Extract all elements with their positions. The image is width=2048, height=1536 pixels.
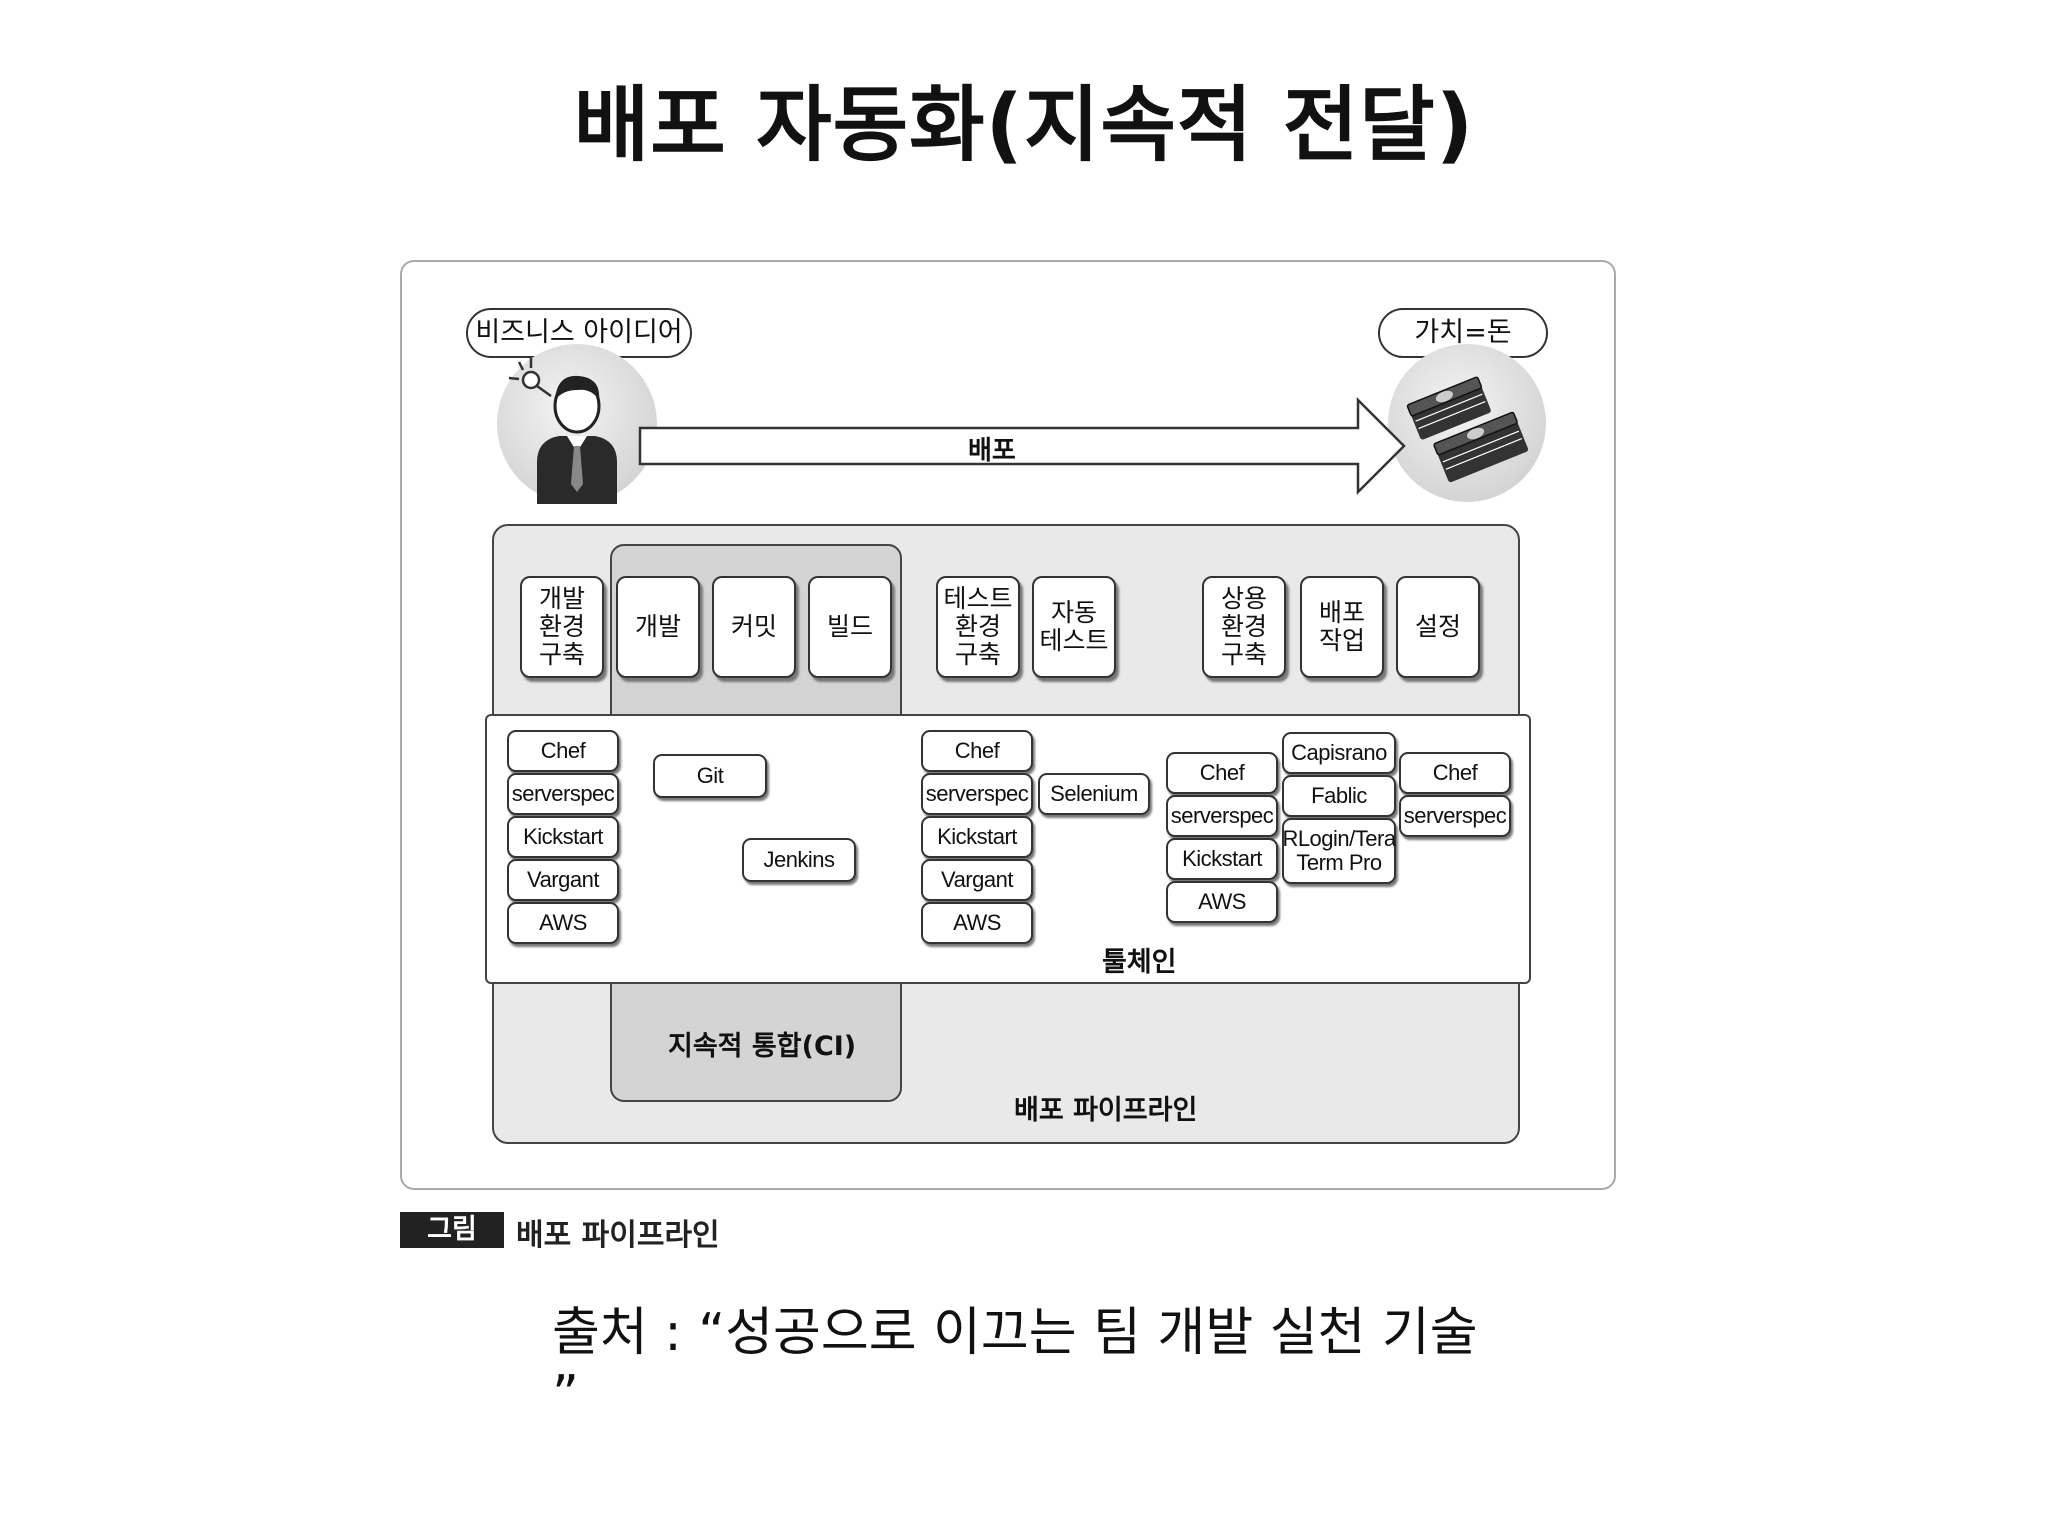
step-commit: 커밋 <box>712 576 796 678</box>
tool-rlogin-teraterm: RLogin/Tera Term Pro <box>1282 818 1396 884</box>
money-stack-icon <box>1406 376 1529 483</box>
ci-label: 지속적 통합(CI) <box>668 1031 857 1062</box>
tool-chef: Chef <box>507 730 619 772</box>
pipeline-label: 배포 파이프라인 <box>1014 1095 1198 1126</box>
source-citation: 출처 : “성공으로 이끄는 팀 개발 실천 기술 ” <box>552 1303 1478 1425</box>
tool-fablic: Fablic <box>1282 775 1396 817</box>
tool-vargant: Vargant <box>921 859 1033 901</box>
tool-serverspec: serverspec <box>507 773 619 815</box>
tool-serverspec: serverspec <box>1399 795 1511 837</box>
step-prod-env-setup: 상용 환경 구축 <box>1202 576 1286 678</box>
toolchain-label: 툴체인 <box>1102 947 1177 978</box>
step-configuration: 설정 <box>1396 576 1480 678</box>
step-development: 개발 <box>616 576 700 678</box>
step-deploy-work: 배포 작업 <box>1300 576 1384 678</box>
tool-aws: AWS <box>921 902 1033 944</box>
deploy-arrow-label: 배포 <box>968 436 1016 466</box>
tool-kickstart: Kickstart <box>921 816 1033 858</box>
tool-capistrano: Capisrano <box>1282 732 1396 774</box>
tool-chef: Chef <box>1166 752 1278 794</box>
tool-chef: Chef <box>921 730 1033 772</box>
figure-number: 그림 6.1 <box>400 1212 504 1281</box>
tool-serverspec: serverspec <box>1166 795 1278 837</box>
tool-kickstart: Kickstart <box>507 816 619 858</box>
tool-jenkins: Jenkins <box>742 838 856 882</box>
tool-aws: AWS <box>1166 881 1278 923</box>
tool-kickstart: Kickstart <box>1166 838 1278 880</box>
step-dev-env-setup: 개발 환경 구축 <box>520 576 604 678</box>
tool-selenium: Selenium <box>1038 773 1150 815</box>
step-test-env-setup: 테스트 환경 구축 <box>936 576 1020 678</box>
tool-serverspec: serverspec <box>921 773 1033 815</box>
businessman-icon <box>508 358 617 504</box>
tool-git: Git <box>653 754 767 798</box>
tool-aws: AWS <box>507 902 619 944</box>
slide-title: 배포 자동화(지속적 전달) <box>573 78 1475 173</box>
figure-caption: 배포 파이프라인 <box>516 1218 720 1253</box>
deploy-arrow <box>638 396 1406 496</box>
tool-chef: Chef <box>1399 752 1511 794</box>
step-build: 빌드 <box>808 576 892 678</box>
tool-vargant: Vargant <box>507 859 619 901</box>
step-auto-test: 자동 테스트 <box>1032 576 1116 678</box>
